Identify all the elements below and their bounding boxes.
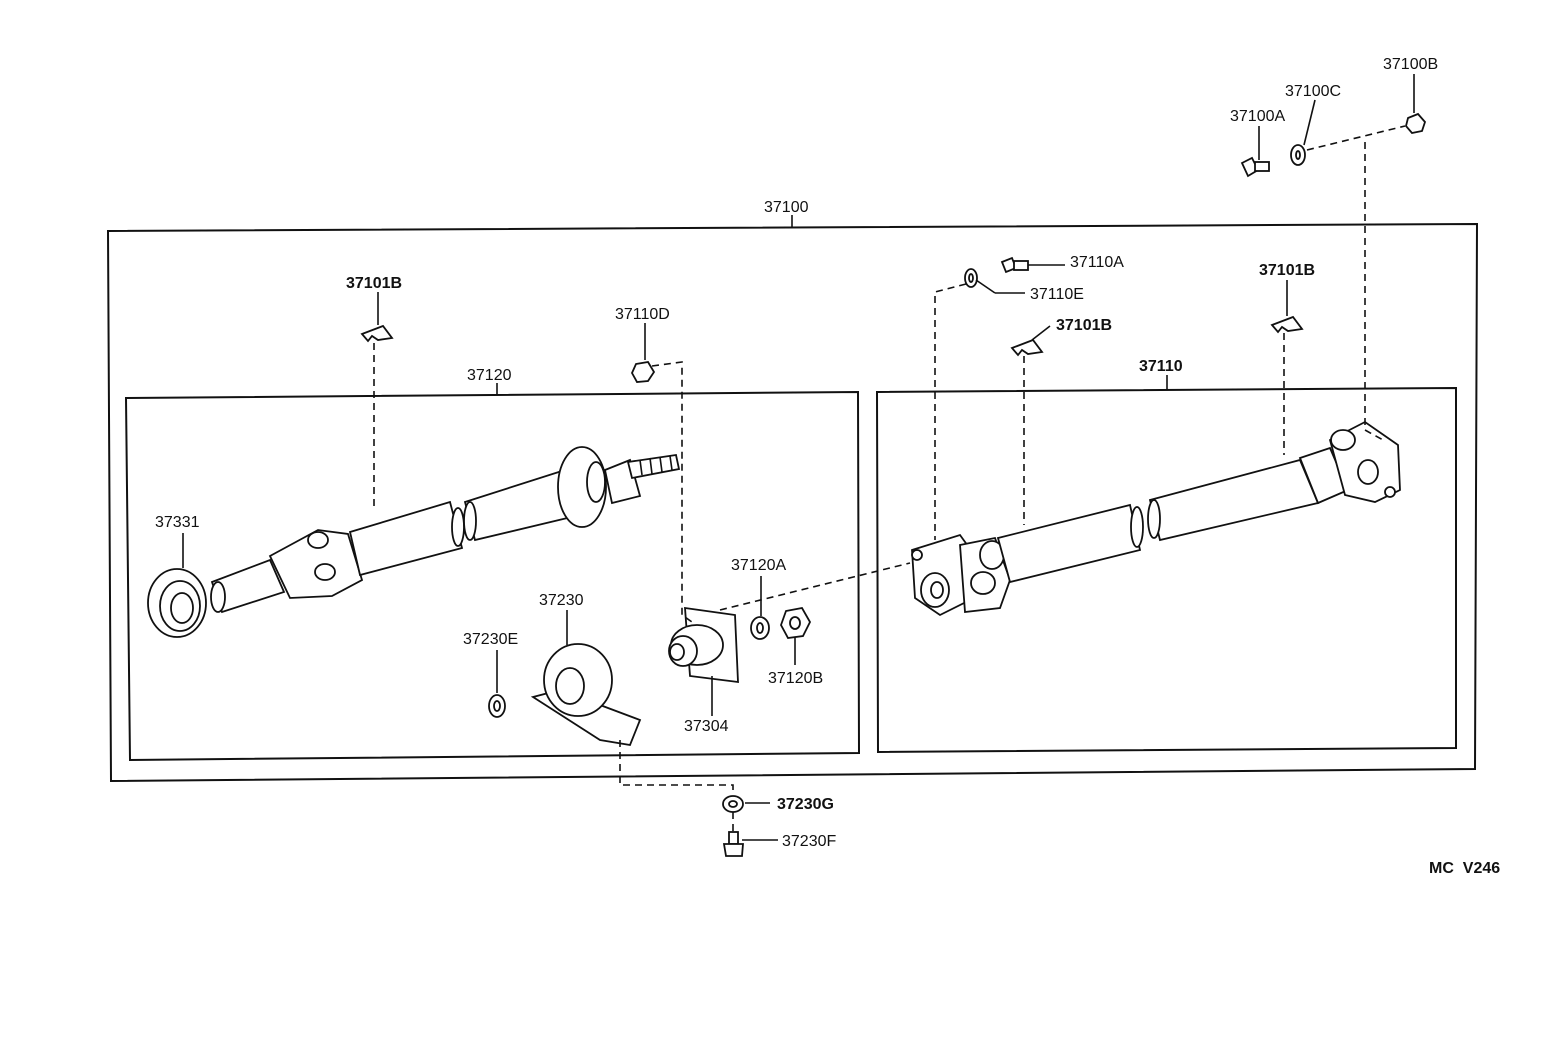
clip-icon — [1010, 338, 1044, 357]
nut-hole-icon — [789, 616, 801, 630]
companion-flange — [668, 606, 739, 684]
label-37230f: 37230F — [782, 833, 836, 850]
label-37101b-right: 37101B — [1259, 262, 1315, 279]
clip-icon — [1270, 315, 1304, 334]
label-37110e: 37110E — [1030, 286, 1084, 303]
bolt-icon — [722, 831, 744, 857]
assembly-frame — [106, 222, 1479, 783]
label-37110: 37110 — [1139, 358, 1183, 375]
washer-hole-icon — [728, 800, 738, 808]
label-37304: 37304 — [684, 718, 729, 735]
washer-hole-icon — [968, 273, 974, 283]
bolt-icon — [1000, 256, 1029, 274]
nut-icon — [630, 361, 656, 383]
label-37230: 37230 — [539, 592, 584, 609]
washer-hole-icon — [756, 622, 764, 634]
label-37230e: 37230E — [463, 631, 518, 648]
center-bearing — [530, 643, 642, 747]
label-37120a: 37120A — [731, 557, 786, 574]
leader-line — [975, 279, 996, 294]
label-37110a: 37110A — [1070, 254, 1124, 271]
label-37100a: 37100A — [1230, 108, 1285, 125]
rear-propeller-shaft — [911, 420, 1401, 617]
leader-line — [1303, 99, 1316, 146]
washer-hole-icon — [1295, 150, 1301, 160]
dashed-lines — [373, 125, 1406, 832]
rear-shaft-frame — [875, 386, 1457, 754]
label-37101b-left: 37101B — [346, 275, 402, 292]
label-37100c: 37100C — [1285, 83, 1341, 100]
clip-icon — [360, 324, 394, 343]
reference-code: MC V246 — [1429, 860, 1500, 877]
label-37100b: 37100B — [1383, 56, 1438, 73]
label-37101b-mid: 37101B — [1056, 317, 1112, 334]
leader-line — [1031, 325, 1051, 341]
label-37120: 37120 — [467, 367, 512, 384]
washer-hole-icon — [493, 700, 501, 712]
front-propeller-shaft — [210, 446, 681, 614]
label-37230g: 37230G — [777, 796, 834, 813]
bolt-icon — [1240, 156, 1270, 178]
dust-cover — [147, 568, 207, 638]
nut-icon — [1405, 112, 1427, 134]
label-37100: 37100 — [764, 199, 809, 216]
label-37110d: 37110D — [615, 306, 670, 323]
label-37331: 37331 — [155, 514, 200, 531]
front-shaft-frame — [124, 390, 861, 762]
label-37120b: 37120B — [768, 670, 823, 687]
